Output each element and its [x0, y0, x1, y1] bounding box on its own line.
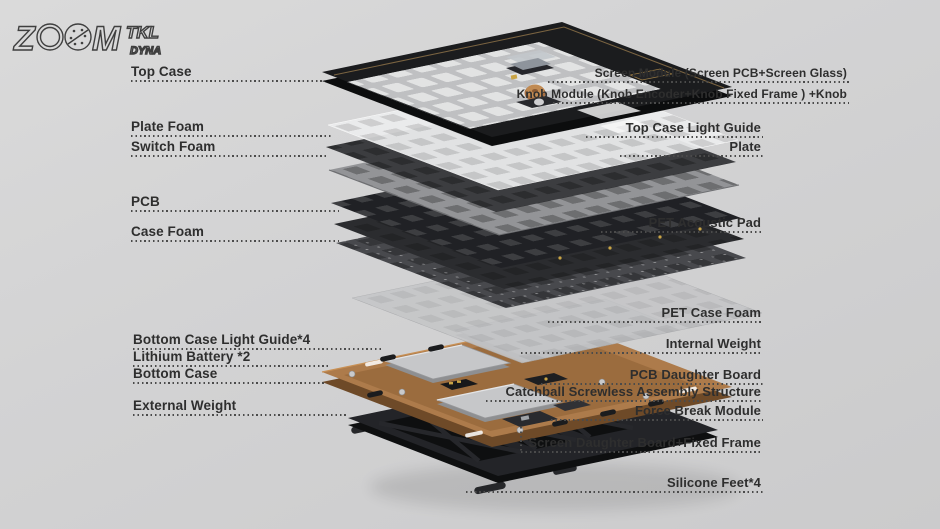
pcb-daughter-board-part — [524, 373, 568, 385]
logo-o-dial — [64, 23, 92, 51]
leader-catchball — [486, 400, 763, 402]
leader-knob-module — [553, 102, 849, 104]
knob-fixed-frame-part — [516, 96, 562, 108]
leader-top-case-light-guide — [586, 136, 763, 138]
bottom-case-part — [321, 321, 732, 447]
leader-external-weight — [133, 414, 348, 416]
leader-screen-module — [548, 81, 849, 83]
label-knob-module: Knob Module (Knob Encoder+Knob Fixed Fra… — [516, 87, 847, 101]
leader-case-foam — [131, 240, 339, 242]
label-switch-foam: Switch Foam — [131, 139, 216, 154]
leader-pet-acoustic-pad — [601, 231, 763, 233]
usb-daughter-chip — [440, 379, 478, 390]
label-plate: Plate — [729, 139, 761, 154]
label-force-break-module: Force Break Module — [634, 403, 761, 418]
knob-part — [524, 84, 546, 101]
label-external-weight: External Weight — [133, 398, 237, 413]
label-pet-case-foam: PET Case Foam — [661, 305, 761, 320]
label-top-case: Top Case — [131, 64, 192, 79]
leader-screen-daughter-board-vertical — [520, 427, 522, 452]
logo-o-ring — [36, 23, 64, 51]
leader-bottom-case — [133, 382, 325, 384]
leader-silicone-feet — [466, 491, 763, 493]
leader-plate-foam — [131, 135, 331, 137]
leader-pcb-daughter-board — [541, 383, 763, 385]
leader-lithium-battery — [133, 365, 331, 367]
label-silicone-feet: Silicone Feet*4 — [667, 475, 761, 490]
gold-trim — [333, 26, 725, 89]
label-pcb: PCB — [131, 194, 160, 209]
logo-dial-dots — [69, 28, 87, 46]
ground-shadow — [370, 463, 740, 511]
leader-switch-foam — [131, 155, 328, 157]
logo-o-ring-inner — [39, 26, 61, 48]
label-screen-module: Screen Module (Screen PCB+Screen Glass) — [594, 66, 847, 80]
leader-top-case — [131, 80, 325, 82]
leader-pcb — [131, 210, 339, 212]
logo-letter-z: Z — [13, 20, 36, 58]
leader-plate — [620, 155, 763, 157]
label-bottom-case: Bottom Case — [133, 366, 218, 381]
logo-letter-m: M — [92, 20, 121, 58]
label-plate-foam: Plate Foam — [131, 119, 205, 134]
label-pet-acoustic-pad: PET Acoustic Pad — [648, 215, 761, 230]
leader-bottom-case-light-guide — [133, 348, 384, 350]
leader-force-break-module — [551, 419, 763, 421]
label-screen-daughter-board: Screen Daughter Board+Fixed Frame — [528, 435, 761, 450]
screen-module-part — [506, 50, 556, 80]
logo-edition: DYNA — [130, 45, 161, 57]
top-case-light-guide-part — [577, 102, 650, 133]
label-internal-weight: Internal Weight — [665, 336, 761, 351]
label-pcb-daughter-board: PCB Daughter Board — [629, 367, 761, 382]
label-case-foam: Case Foam — [131, 224, 204, 239]
label-bottom-case-light-guide: Bottom Case Light Guide*4 — [133, 332, 311, 347]
label-top-case-light-guide: Top Case Light Guide — [625, 120, 761, 135]
leader-internal-weight — [521, 352, 763, 354]
label-lithium-battery: Lithium Battery *2 — [133, 349, 251, 364]
force-break-module-part — [553, 400, 591, 411]
leader-screen-daughter-board — [521, 451, 763, 453]
logo-o-dial-band — [67, 29, 89, 45]
screen-daughter-board-part — [502, 411, 558, 427]
top-case-screen-window — [628, 68, 674, 81]
leader-pet-case-foam — [548, 321, 763, 323]
logo-model: TKL — [126, 23, 159, 42]
label-catchball: Catchball Screwless Assembly Structure — [505, 384, 761, 399]
